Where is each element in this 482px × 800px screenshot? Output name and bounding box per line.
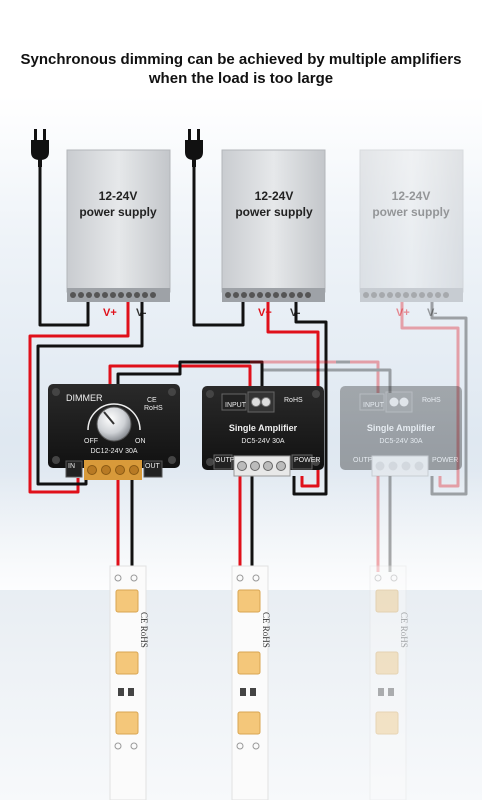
ps2-line2: power supply: [235, 205, 313, 219]
amp2-name: Single Amplifier: [367, 423, 436, 433]
amp1-output-label: OUTPUT: [215, 457, 245, 464]
strip1-label: CE RoHS: [139, 612, 149, 648]
strip2-label: CE RoHS: [261, 612, 271, 648]
ps1-line1: 12-24V: [99, 189, 138, 203]
dimmer-name: DIMMER: [66, 393, 103, 403]
amp1-rating: DC5-24V 30A: [241, 438, 285, 445]
wires: [28, 166, 468, 572]
ps3-line1: 12-24V: [392, 189, 431, 203]
amp1-input-label: INPUT: [225, 402, 247, 409]
dimmer-out-label: OUT: [145, 463, 161, 470]
ps2-vminus-to-amp1: [292, 302, 328, 496]
plug2-cable: [192, 166, 245, 327]
strip3-label: CE RoHS: [399, 612, 409, 648]
power-supply-1: 12-24V power supply V+ V-: [66, 149, 171, 319]
ps3-vminus: V-: [427, 307, 438, 319]
dimmer-rohs: RoHS: [144, 405, 163, 412]
dimmer-ce: CE: [147, 397, 157, 404]
amp1-rohs: RoHS: [284, 397, 303, 404]
plug1-cable: [38, 166, 90, 327]
ps1-vplus: V+: [103, 307, 117, 319]
dimmer-to-amp1-black: [116, 360, 264, 393]
amplifier-1: INPUT RoHS Single Amplifier DC5-24V 30A …: [202, 386, 324, 477]
ps1-vminus-to-dimmer: [36, 302, 144, 486]
ps2-vplus: V+: [258, 307, 272, 319]
led-strip-2: CE RoHS: [231, 565, 271, 800]
title-line-1: Synchronous dimming can be achieved by m…: [20, 51, 462, 68]
dimmer-on-label: ON: [135, 438, 146, 445]
ps3-line2: power supply: [372, 205, 450, 219]
led-strip-3: CE RoHS: [369, 565, 409, 800]
ps1-vplus-to-dimmer: [28, 302, 130, 494]
amp2-input-label: INPUT: [363, 402, 385, 409]
ps2-line1: 12-24V: [255, 189, 294, 203]
amplifier-2: INPUT RoHS Single Amplifier DC5-24V 30A …: [340, 386, 462, 477]
led-strip-1: CE RoHS: [109, 565, 149, 800]
power-supply-2: 12-24V power supply V+ V-: [221, 149, 326, 319]
amp2-power-label: POWER: [432, 457, 458, 464]
amp2-output-label: OUTPUT: [353, 457, 383, 464]
ps3-vplus: V+: [396, 307, 410, 319]
plug-icon-2: [185, 129, 203, 167]
dimmer-device: DIMMER CE RoHS OFF ON DC12-24V 30A IN OU…: [48, 384, 180, 480]
title-line-2: when the load is too large: [148, 70, 334, 87]
amp2-rohs: RoHS: [422, 397, 441, 404]
amp1-name: Single Amplifier: [229, 423, 298, 433]
amp1-power-label: POWER: [294, 457, 320, 464]
page-title: Synchronous dimming can be achieved by m…: [0, 50, 482, 88]
power-supply-3: 12-24V power supply V+ V-: [359, 149, 464, 319]
dimmer-in-label: IN: [68, 463, 75, 470]
ps1-line2: power supply: [79, 205, 157, 219]
dimmer-rating: DC12-24V 30A: [90, 448, 137, 455]
amp2-rating: DC5-24V 30A: [379, 438, 423, 445]
dimmer-off-label: OFF: [84, 438, 98, 445]
plug-icon-1: [31, 129, 49, 167]
